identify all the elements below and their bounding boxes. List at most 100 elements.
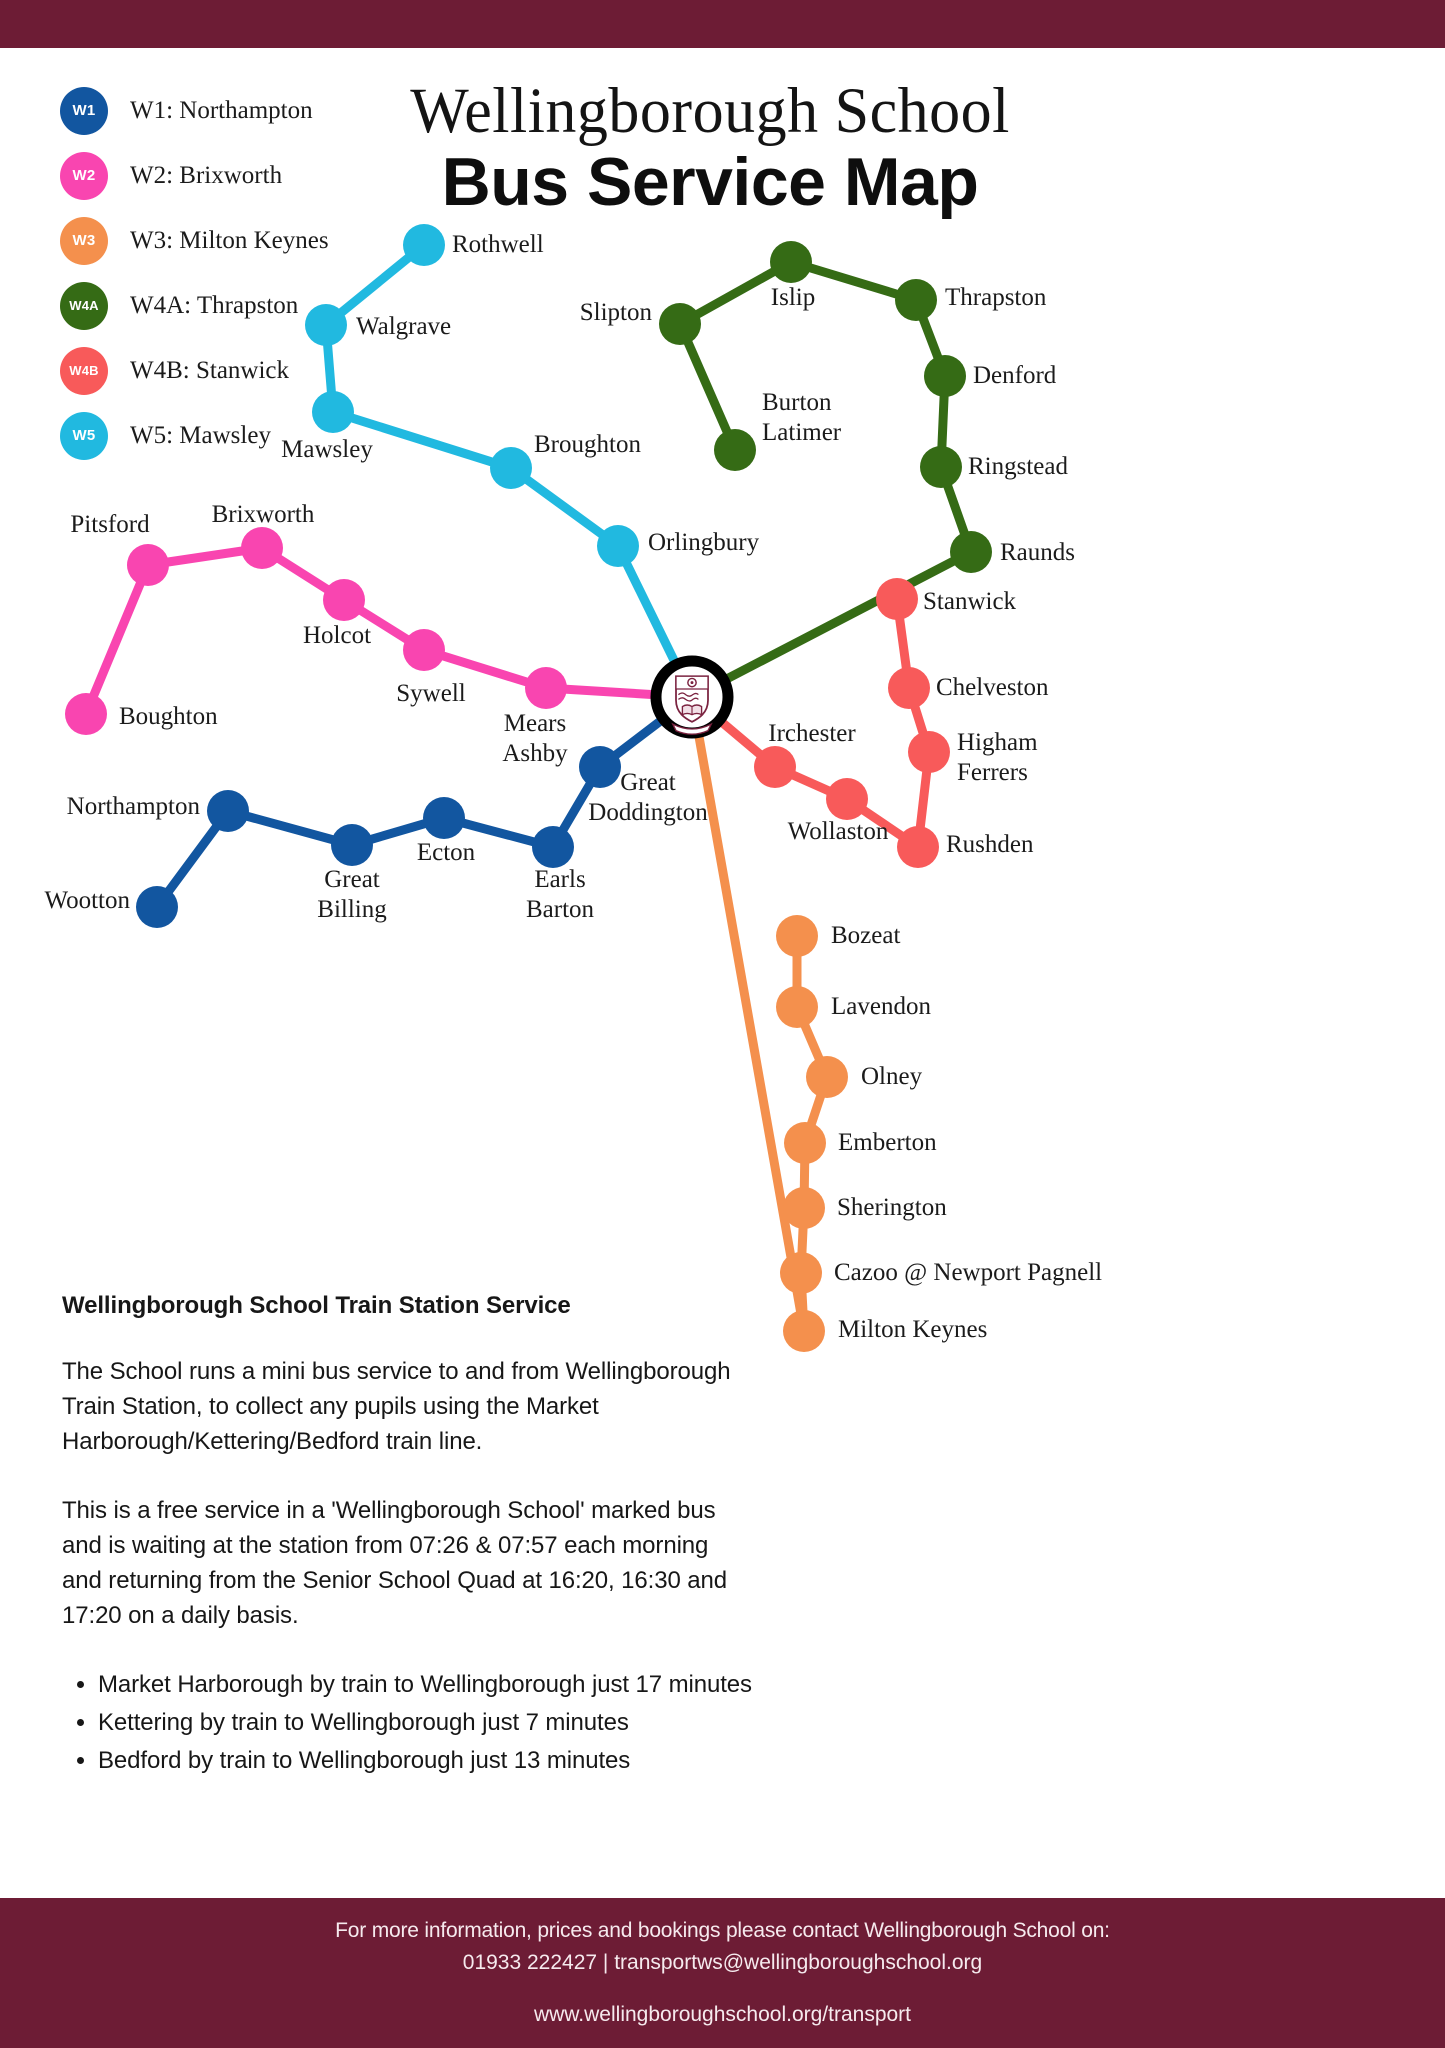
stop-label-w3-3: Emberton [838,1129,937,1156]
stop-node-w4b-1[interactable] [888,667,930,709]
stop-node-w2-2[interactable] [241,527,283,569]
stop-node-w4a-5[interactable] [920,446,962,488]
legend-badge-w4a: W4A [60,281,108,330]
stop-label-w3-5: Cazoo @ Newport Pagnell [834,1259,1102,1286]
stop-label-w3-2: Olney [861,1063,923,1090]
stop-node-w2-1[interactable] [127,544,169,586]
legend-badge-w1: W1 [60,86,108,135]
info-paragraph-1: The School runs a mini bus service to an… [62,1358,731,1455]
stop-label-w3-4: Sherington [837,1194,947,1221]
stop-node-w3-0[interactable] [776,915,818,957]
stop-label-w5-1: Walgrave [356,313,451,340]
stop-label-w4a-6: Raunds [1000,539,1075,566]
legend-item-w4b[interactable]: W4B W4B: Stanwick [60,338,329,403]
stop-label-w1-3: Ecton [417,839,476,866]
stop-label-w4b-0: Stanwick [923,588,1017,615]
stop-label-w2-4: Sywell [396,680,466,707]
legend-item-w4a[interactable]: W4A W4A: Thrapston [60,273,329,338]
stop-node-w4b-2[interactable] [908,731,950,773]
stop-node-w4b-0[interactable] [876,578,918,620]
stop-node-w1-2[interactable] [331,824,373,866]
stop-node-w5-1[interactable] [305,304,347,346]
legend-item-w1[interactable]: W1 W1: Northampton [60,78,329,143]
stop-label-w2-2: Brixworth [212,501,315,528]
stop-label-w4b-3: Rushden [946,831,1034,858]
legend-item-w5[interactable]: W5 W5: Mawsley [60,403,329,468]
legend-label-w4a: W4A: Thrapston [130,291,299,319]
footer-line-3[interactable]: www.wellingboroughschool.org/transport [533,2003,912,2026]
stop-label-w5-3: Broughton [534,431,641,458]
route-line-w5 [321,240,697,702]
school-crest-icon [671,675,713,735]
stop-label-w5-2: Mawsley [281,436,373,463]
stop-label-w1-1: Northampton [67,793,201,820]
stop-node-w3-6[interactable] [783,1310,825,1352]
stop-node-w5-2[interactable] [312,391,354,433]
stop-label-w2-1: Pitsford [70,511,150,538]
stop-node-w4a-0[interactable] [714,429,756,471]
stop-label-w2-3: Holcot [303,622,371,649]
stop-label-w4a-5: Ringstead [968,453,1068,480]
stop-node-w2-0[interactable] [65,693,107,735]
stop-node-w2-4[interactable] [403,629,445,671]
stop-label-w5-4: Orlingbury [648,529,760,556]
stop-node-w5-3[interactable] [490,447,532,489]
legend-badge-w4b: W4B [60,346,108,395]
legend-label-w2: W2: Brixworth [130,161,283,189]
stop-label-w4a-4: Denford [973,362,1057,389]
legend-item-w3[interactable]: W3 W3: Milton Keynes [60,208,329,273]
legend-label-w5: W5: Mawsley [130,421,271,449]
stop-node-w1-5[interactable] [579,746,621,788]
title-line-2: Bus Service Map [441,144,979,220]
stop-node-w3-1[interactable] [776,986,818,1028]
stop-label-w4a-3: Thrapston [945,284,1047,311]
stop-node-w4a-1[interactable] [659,303,701,345]
stop-node-w4a-4[interactable] [924,355,966,397]
list-item: Kettering by train to Wellingborough jus… [98,1705,752,1740]
stop-node-w1-4[interactable] [532,826,574,868]
stop-node-w3-3[interactable] [784,1122,826,1164]
legend-label-w3: W3: Milton Keynes [130,226,329,254]
legend-badge-w3: W3 [60,216,108,265]
legend-label-w1: W1: Northampton [130,96,313,124]
top-brand-bar [0,0,1445,48]
footer-line-1: For more information, prices and booking… [335,1919,1110,1942]
route-nodes [65,224,992,1352]
legend-item-w2[interactable]: W2 W2: Brixworth [60,143,329,208]
stop-node-w2-5[interactable] [525,667,567,709]
stop-node-w1-1[interactable] [207,790,249,832]
stop-node-w3-4[interactable] [783,1187,825,1229]
stop-node-w4a-2[interactable] [770,241,812,283]
stop-node-w4a-3[interactable] [895,279,937,321]
stop-node-w3-5[interactable] [780,1252,822,1294]
stop-node-w4b-5[interactable] [754,746,796,788]
hub-wellingborough-school[interactable] [650,655,734,739]
stop-node-w4a-6[interactable] [950,531,992,573]
stop-node-w1-0[interactable] [136,886,178,928]
stop-node-w1-3[interactable] [423,797,465,839]
stop-node-w4b-4[interactable] [826,778,868,820]
route-legend: W1 W1: Northampton W2 W2: Brixworth W3 W… [60,78,329,468]
stop-label-w4a-1: Slipton [580,299,653,326]
stop-node-w5-0[interactable] [403,224,445,266]
list-item: Market Harborough by train to Wellingbor… [98,1667,752,1702]
stop-node-w4b-3[interactable] [897,826,939,868]
stop-node-w5-4[interactable] [597,525,639,567]
route-line-w2 [81,543,697,719]
stop-node-w2-3[interactable] [323,579,365,621]
stop-label-w4b-4: Wollaston [788,818,889,845]
stop-label-w1-0: Wootton [45,887,131,914]
list-item: Bedford by train to Wellingborough just … [98,1743,752,1778]
footer-line-2[interactable]: 01933 222427 | transportws@wellingboroug… [462,1951,983,1974]
legend-label-w4b: W4B: Stanwick [130,356,290,384]
stop-label-w2-0: Boughton [119,703,218,730]
stop-label-w3-0: Bozeat [831,922,900,949]
stop-node-w3-2[interactable] [806,1056,848,1098]
